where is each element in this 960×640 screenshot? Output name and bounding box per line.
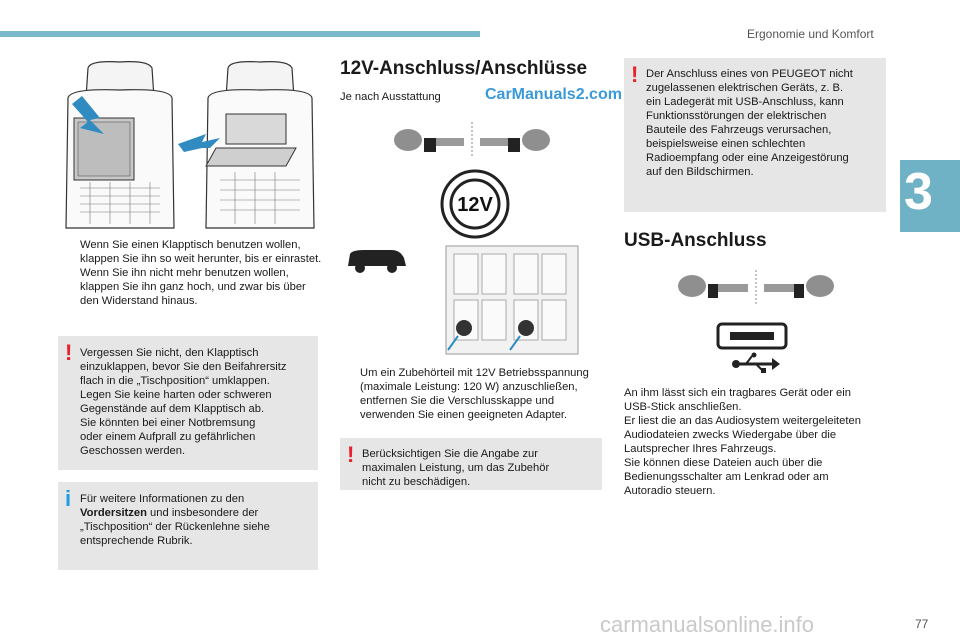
section-title: Ergonomie und Komfort (747, 27, 874, 41)
chapter-tab (900, 160, 960, 232)
usb-port-icon (716, 322, 788, 373)
dashboard-location-12v (394, 122, 550, 158)
site-watermark: carmanualsonline.info (600, 612, 815, 637)
warning-box-power: ! Berücksichtigen Sie die Angabe zur max… (340, 438, 602, 490)
carmanuals-watermark: CarManuals2.com (485, 86, 622, 103)
info-box-front-seats: i Für weitere Informationen zu den Vorde… (58, 482, 318, 570)
warning-icon: ! (347, 442, 355, 467)
cabin-layout-12v (445, 245, 579, 355)
socket-12v-title: 12V-Anschluss/Anschlüsse (340, 58, 588, 79)
bullet-item: Wenn Sie einen Klapptisch benutzen wolle… (80, 239, 322, 265)
header-accent-bar (0, 31, 480, 37)
warning-box-table: ! Vergessen Sie nicht, den Klapptisch ei… (58, 336, 318, 470)
dashboard-location-usb (678, 270, 834, 306)
usb-title: USB-Anschluss (624, 230, 767, 251)
info-icon: i (65, 486, 72, 511)
bullet-item: Wenn Sie ihn nicht mehr benutzen wollen,… (80, 267, 306, 307)
usb-description: An ihm lässt sich ein tragbares Gerät od… (624, 387, 861, 497)
socket-instructions: Um ein Zubehörteil mit 12V Betriebsspann… (340, 366, 602, 422)
table-instructions: Wenn Sie einen Klapptisch benutzen wolle… (60, 238, 322, 308)
socket-12v-icon: 12V (440, 169, 510, 239)
page-number: 77 (915, 617, 929, 631)
usb-icon (732, 352, 780, 373)
warning-icon: ! (65, 340, 73, 365)
chapter-number: 3 (904, 163, 933, 221)
seat-table-illustration (60, 58, 320, 230)
socket-label: 12V (457, 194, 493, 216)
warning-icon: ! (631, 62, 639, 87)
van-icon (348, 250, 406, 273)
warning-box-usb: ! Der Anschluss eines von PEUGEOT nicht … (624, 58, 886, 212)
bullet-item: Um ein Zubehörteil mit 12V Betriebsspann… (360, 367, 589, 421)
equipment-note: Je nach Ausstattung (340, 91, 441, 103)
